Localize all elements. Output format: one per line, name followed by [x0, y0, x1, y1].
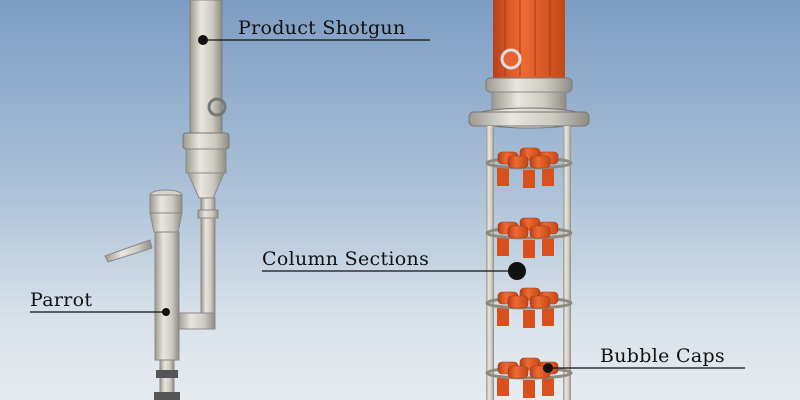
bubble-cap: [542, 168, 554, 186]
parrot-dot: [162, 308, 170, 316]
bubble-cap: [523, 310, 535, 328]
bubble-cap: [507, 295, 529, 309]
bubble-cap: [529, 295, 551, 309]
bubble-cap: [507, 225, 529, 239]
bubble-cap: [497, 378, 509, 396]
label-parrot: Parrot: [30, 289, 93, 311]
bubble-cap: [542, 378, 554, 396]
parrot-apparatus: [104, 189, 183, 400]
bubble-cap: [523, 240, 535, 258]
bubble-cap: [507, 365, 529, 379]
product-shotgun-dot: [198, 35, 208, 45]
bubble-cap: [529, 155, 551, 169]
bubble-cap: [523, 170, 535, 188]
column-sections-dot: [508, 262, 526, 280]
bubble-cap: [529, 225, 551, 239]
label-bubble-caps: Bubble Caps: [600, 345, 725, 367]
bubble-cap: [542, 238, 554, 256]
bubble-cap-cluster: [485, 147, 573, 398]
bubble-caps-dot: [543, 363, 553, 373]
label-product-shotgun: Product Shotgun: [238, 17, 406, 39]
column-apparatus: [468, 0, 590, 400]
label-column-sections: Column Sections: [262, 248, 430, 270]
bubble-cap: [523, 380, 535, 398]
bubble-cap: [497, 168, 509, 186]
bubble-cap: [507, 155, 529, 169]
bubble-cap: [497, 308, 509, 326]
product-shotgun-apparatus: [177, 0, 230, 330]
bubble-cap: [542, 308, 554, 326]
bubble-cap: [497, 238, 509, 256]
